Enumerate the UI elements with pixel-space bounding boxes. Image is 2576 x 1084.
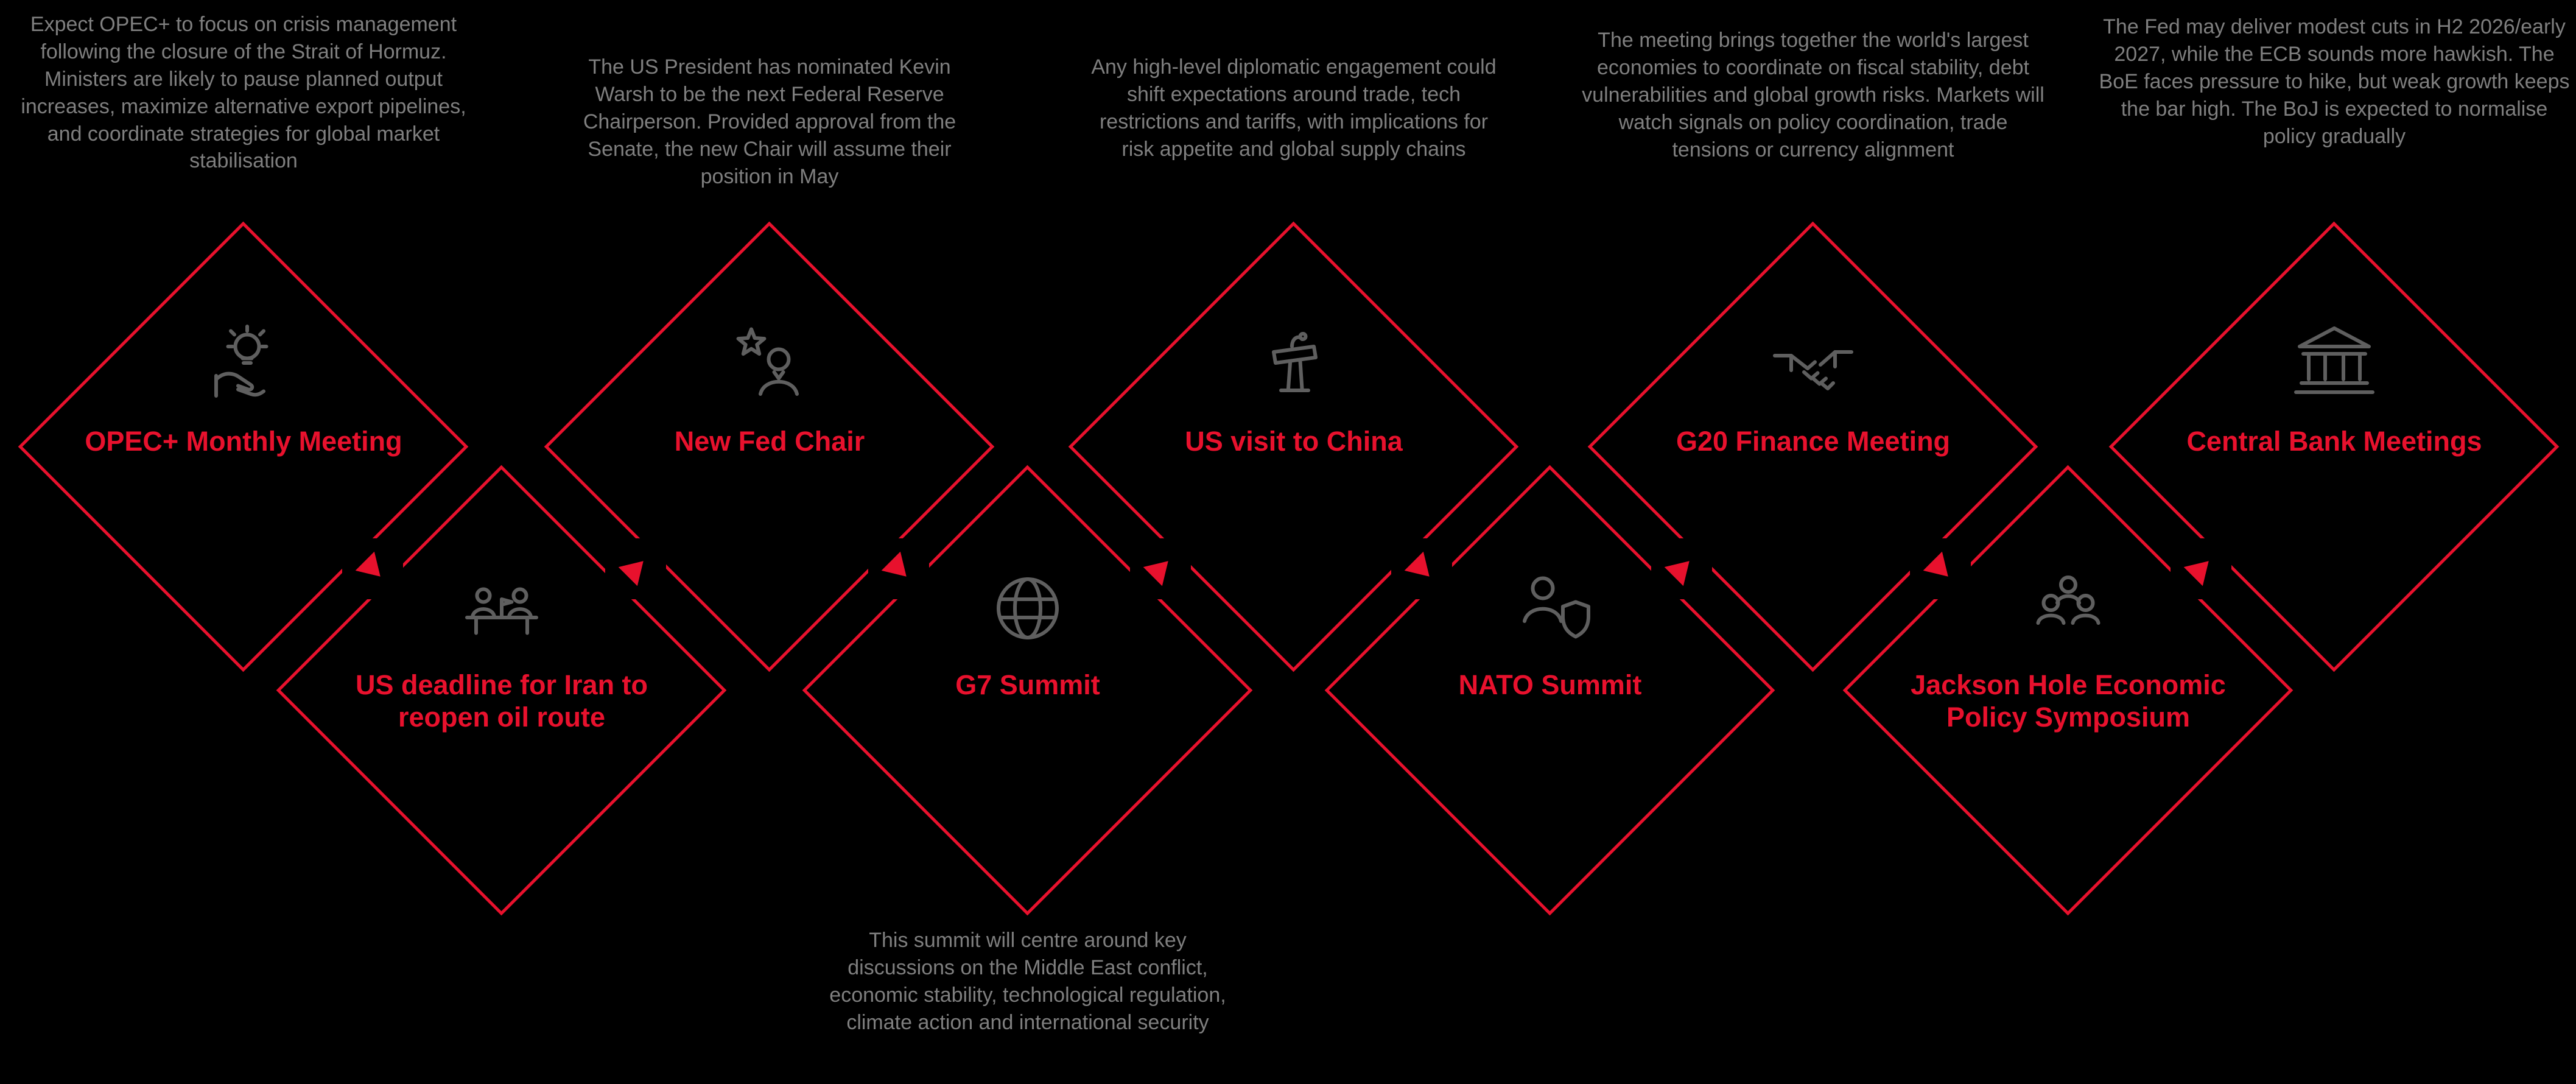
event-description-fed-chair: The US President has nominated Kevin War… bbox=[583, 55, 956, 188]
event-node-g7-summit: G7 Summit bbox=[802, 465, 1253, 916]
junction-4 bbox=[1130, 538, 1191, 599]
junction-5 bbox=[1391, 538, 1452, 599]
junction-8 bbox=[2171, 538, 2231, 599]
flow-arrow-icon bbox=[618, 551, 653, 586]
event-node-jackson-hole: Jackson Hole Economic Policy Symposium bbox=[1842, 465, 2293, 916]
junction-3 bbox=[868, 538, 929, 599]
junction-6 bbox=[1651, 538, 1712, 599]
people-group-icon bbox=[2023, 563, 2114, 654]
handshake-icon bbox=[1764, 319, 1862, 410]
event-title: OPEC+ Monthly Meeting bbox=[85, 426, 402, 457]
event-title: US visit to China bbox=[1185, 426, 1403, 457]
event-node-nato-summit: NATO Summit bbox=[1324, 465, 1775, 916]
event-description-us-china: Any high-level diplomatic engagement cou… bbox=[1091, 55, 1497, 161]
event-title: G20 Finance Meeting bbox=[1676, 426, 1951, 457]
event-title: Central Bank Meetings bbox=[2186, 426, 2482, 457]
event-title: US deadline for Iran to reopen oil route bbox=[355, 669, 648, 733]
event-node-opec: OPEC+ Monthly Meeting bbox=[18, 221, 469, 672]
hand-lightbulb-icon bbox=[198, 319, 289, 410]
event-title: G7 Summit bbox=[955, 669, 1100, 700]
flow-arrow-icon bbox=[1664, 551, 1699, 586]
meeting-table-icon bbox=[456, 563, 547, 654]
event-node-g20-finance: G20 Finance Meeting bbox=[1587, 221, 2038, 672]
person-shield-icon bbox=[1504, 563, 1596, 654]
flow-arrow-icon bbox=[2183, 551, 2219, 586]
podium-icon bbox=[1248, 319, 1339, 410]
event-title: New Fed Chair bbox=[674, 426, 865, 457]
event-node-us-china-visit: US visit to China bbox=[1068, 221, 1519, 672]
junction-7 bbox=[1910, 538, 1971, 599]
flow-arrow-icon bbox=[1923, 551, 1958, 586]
globe-icon bbox=[982, 563, 1073, 654]
event-node-new-fed-chair: New Fed Chair bbox=[544, 221, 995, 672]
flow-arrow-icon bbox=[1404, 551, 1439, 586]
event-description-g7: This summit will centre around key discu… bbox=[829, 929, 1226, 1034]
event-description-g20: The meeting brings together the world's … bbox=[1582, 29, 2044, 161]
event-node-central-banks: Central Bank Meetings bbox=[2108, 221, 2560, 672]
event-title: Jackson Hole Economic Policy Symposium bbox=[1911, 669, 2226, 733]
flow-arrow-icon bbox=[1143, 551, 1178, 586]
flow-arrow-icon bbox=[355, 551, 390, 586]
junction-1 bbox=[342, 538, 403, 599]
flow-arrow-icon bbox=[881, 551, 916, 586]
event-node-iran-deadline: US deadline for Iran to reopen oil route bbox=[276, 465, 727, 916]
event-description-opec: Expect OPEC+ to focus on crisis manageme… bbox=[21, 13, 466, 173]
event-title: NATO Summit bbox=[1458, 669, 1642, 700]
bank-icon bbox=[2289, 319, 2380, 410]
junction-2 bbox=[605, 538, 666, 599]
star-person-icon bbox=[724, 319, 815, 410]
event-description-central-banks: The Fed may deliver modest cuts in H2 20… bbox=[2099, 15, 2570, 148]
